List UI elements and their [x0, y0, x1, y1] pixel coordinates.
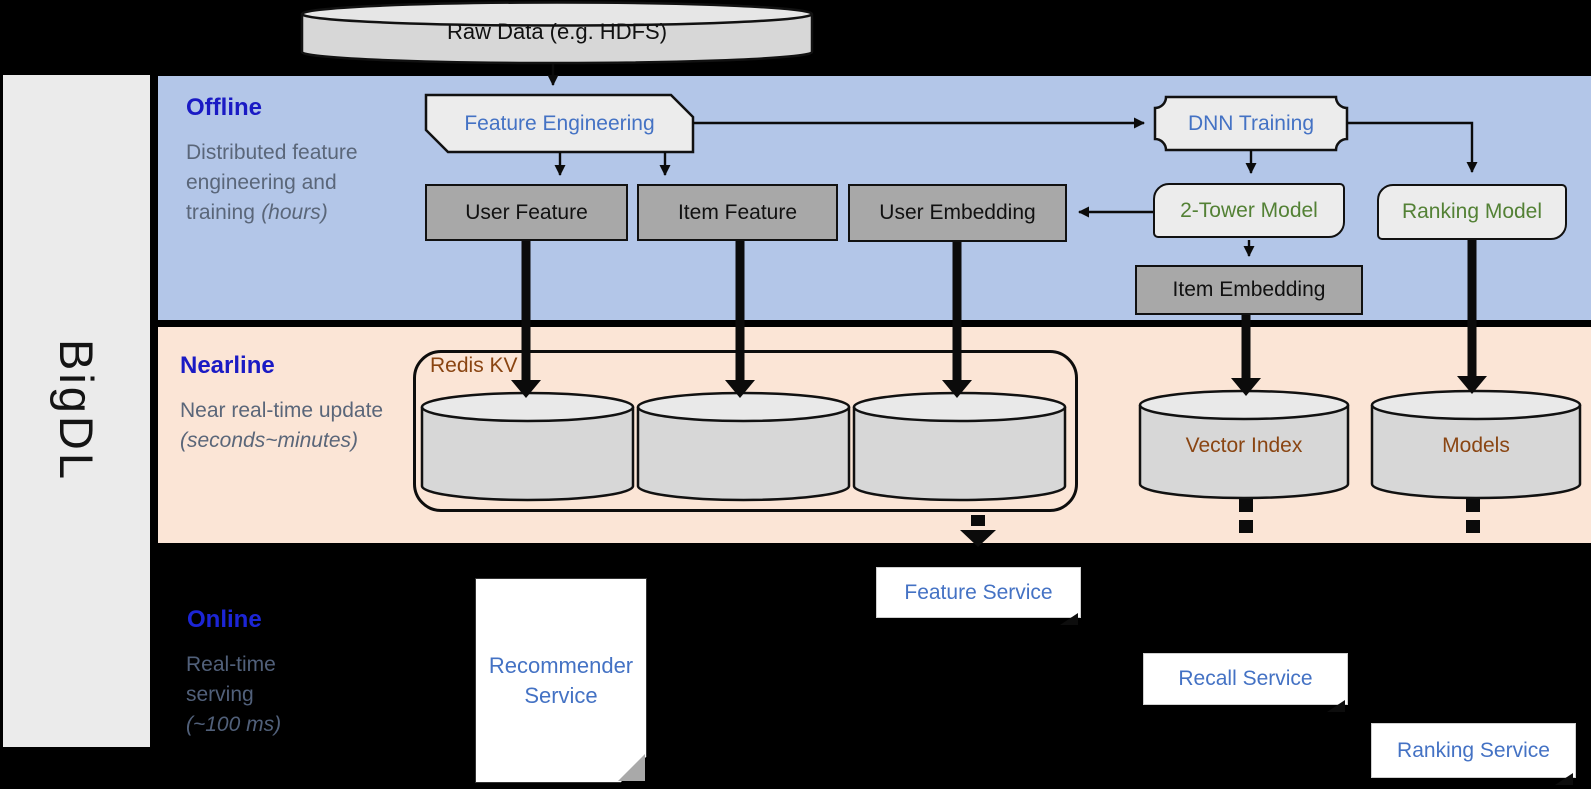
item-feature-box: Item Feature — [637, 184, 838, 241]
nearline-duration-text: (seconds~minutes) — [180, 428, 358, 452]
item-feature-label: Item Feature — [677, 200, 798, 224]
nearline-section-description: Near real-time update (seconds~minutes) — [180, 396, 385, 456]
online-description-text: Real-time serving — [186, 653, 276, 706]
ranking-service-label: Ranking Service — [1397, 738, 1550, 762]
offline-description-text: Distributed feature engineering and trai… — [186, 141, 358, 224]
user-embedding-label: User Embedding — [879, 201, 1036, 224]
feature-service-label: Feature Service — [904, 580, 1053, 604]
nearline-section-title: Nearline — [180, 352, 275, 379]
recommender-service-label: Recommender Service — [488, 652, 634, 708]
offline-duration-text: (hours) — [261, 200, 328, 224]
offline-section-title: Offline — [186, 94, 262, 121]
redis-kv-container — [413, 350, 1078, 512]
two-tower-model-box: 2-Tower Model — [1153, 183, 1345, 238]
raw-data-cylinder — [300, 1, 814, 65]
ranking-service-fold-icon — [1555, 773, 1573, 785]
user-feature-label: User Feature — [465, 200, 588, 224]
item-embedding-box: Item Embedding — [1135, 265, 1363, 315]
two-tower-model-label: 2-Tower Model — [1180, 198, 1318, 222]
raw-data-label: Raw Data (e.g. HDFS) — [446, 19, 668, 44]
user-feature-box: User Feature — [425, 184, 628, 241]
nearline-description-text: Near real-time update — [180, 399, 384, 422]
online-section-description: Real-time serving (~100 ms) — [186, 650, 318, 739]
user-embedding-box: User Embedding — [848, 184, 1067, 242]
item-embedding-label: Item Embedding — [1172, 278, 1326, 301]
feature-service-fold-icon — [1060, 613, 1078, 625]
recall-service-fold-icon — [1327, 700, 1345, 712]
feature-service-box: Feature Service — [876, 567, 1081, 625]
redis-kv-label: Redis KV — [430, 354, 518, 377]
offline-section-description: Distributed feature engineering and trai… — [186, 138, 374, 227]
bigdl-sidebar: BigDL — [3, 75, 150, 747]
recall-service-label: Recall Service — [1178, 667, 1313, 690]
bigdl-logo-text: BigDL — [50, 339, 103, 483]
recall-service-box: Recall Service — [1143, 653, 1348, 712]
online-duration-text: (~100 ms) — [186, 712, 282, 736]
ranking-service-box: Ranking Service — [1371, 723, 1576, 785]
recommender-service-document: Recommender Service — [475, 578, 647, 783]
ranking-model-box: Ranking Model — [1377, 184, 1567, 240]
online-section-title: Online — [187, 606, 262, 633]
ranking-model-label: Ranking Model — [1401, 200, 1543, 223]
